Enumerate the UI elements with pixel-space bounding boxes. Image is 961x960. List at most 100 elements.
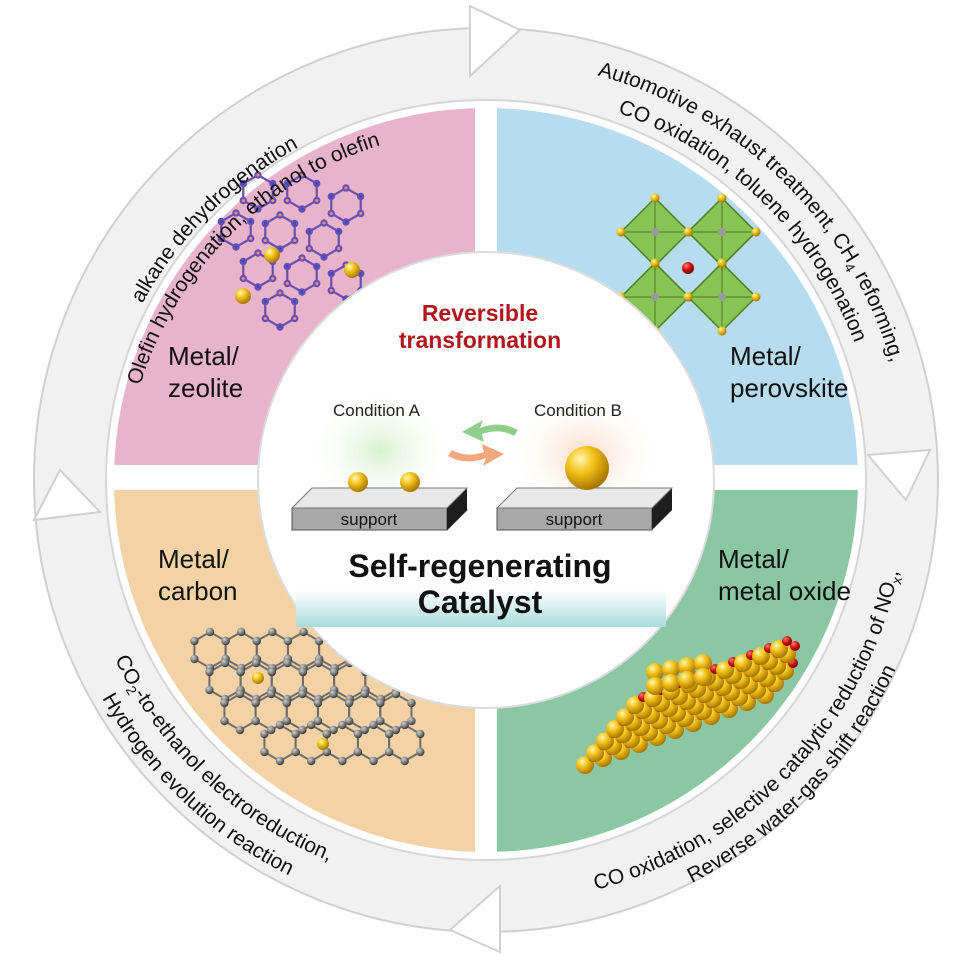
carbon-atom	[338, 756, 347, 766]
carbon-atom	[329, 725, 338, 735]
zeolite-atom	[327, 286, 335, 295]
arrow-to-b-icon	[448, 444, 504, 466]
perovskite-atom	[718, 293, 726, 301]
carbon-atom	[313, 698, 323, 708]
title-band	[296, 545, 666, 627]
support-label-b: support	[546, 510, 603, 529]
carbon-atom	[205, 685, 214, 695]
catalyst-title-line-2: Catalyst	[417, 584, 543, 620]
oxide-metal-atom	[646, 677, 664, 695]
oxide-oxygen-atom	[790, 641, 800, 651]
zeolite-atom	[217, 217, 225, 226]
zeolite-atom	[276, 323, 284, 331]
carbon-atom	[416, 747, 425, 757]
carbon-atom	[251, 658, 261, 668]
carbon-atom	[369, 756, 378, 766]
oxide-metal-atom	[662, 660, 680, 678]
label-zeolite-line-2: zeolite	[168, 373, 244, 403]
carbon-atom	[291, 747, 300, 757]
label-metal-oxide: Metal/ metal oxide	[718, 543, 851, 607]
carbon-atom	[407, 716, 416, 726]
oxide-metal-atom	[694, 668, 712, 686]
catalyst-title-line-1: Self-regenerating	[348, 548, 612, 584]
carbon-atom	[235, 689, 245, 699]
zeolite-atom	[357, 209, 365, 218]
carbon-atom	[283, 636, 293, 646]
carbon-atom	[190, 654, 199, 664]
small-particle-2	[400, 472, 420, 492]
zeolite-atom	[291, 314, 299, 323]
carbon-atom	[391, 725, 401, 735]
oxide-metal-atom	[662, 674, 680, 692]
perovskite-atom	[616, 227, 626, 237]
carbon-atom	[252, 636, 261, 646]
support-slab-a	[290, 487, 469, 531]
zeolite-atom	[261, 236, 269, 245]
zeolite-atom	[247, 217, 255, 226]
zeolite-atom	[276, 245, 284, 253]
zeolite-atom	[313, 262, 321, 271]
carbon-atom	[205, 667, 214, 677]
carbon-atom	[407, 698, 416, 708]
zeolite-atom	[291, 297, 299, 306]
carbon-atom	[266, 725, 276, 735]
metal-oxide-structure-icon	[576, 636, 800, 774]
oxide-metal-atom	[646, 663, 664, 681]
label-carbon-line-2: carbon	[158, 576, 238, 606]
carbon-atom	[221, 636, 230, 646]
oxide-metal-atom	[678, 671, 696, 689]
zeolite-atom	[320, 219, 328, 227]
zeolite-atom	[283, 196, 291, 205]
perovskite-atom	[717, 258, 727, 268]
carbon-atom	[391, 689, 401, 699]
support-slab-b	[495, 487, 674, 531]
oxide-metal-atom	[678, 657, 696, 675]
carbon-atom	[384, 747, 394, 757]
carbon-atom	[322, 729, 331, 739]
perovskite-atom	[683, 227, 693, 237]
carbon-atom	[268, 627, 277, 637]
zeolite-atom	[276, 289, 284, 297]
label-perovskite-line-1: Metal/	[730, 341, 801, 371]
carbon-atom	[220, 658, 230, 668]
zeolite-atom	[291, 236, 299, 245]
catalyst-title: Self-regenerating Catalyst	[300, 548, 660, 620]
zeolite-atom	[232, 243, 240, 251]
zeolite-atom	[261, 219, 269, 228]
zeolite-atom	[283, 179, 291, 188]
zeolite-atom	[313, 179, 321, 188]
label-metal-perovskite: Metal/ perovskite	[730, 340, 849, 404]
perovskite-atom	[717, 193, 727, 203]
carbon-atom	[251, 716, 260, 726]
carbon-atom	[220, 716, 229, 726]
carbon-atom	[344, 716, 354, 726]
carbon-atom	[329, 667, 339, 677]
perovskite-atom	[651, 293, 659, 301]
carbon-atom	[353, 729, 363, 739]
zeolite-atom	[269, 196, 277, 205]
zeolite-atom	[335, 244, 343, 253]
zeolite-atom	[254, 283, 262, 291]
carbon-atom	[251, 698, 260, 708]
zeolite-atom	[305, 244, 313, 253]
carbon-atom	[313, 716, 323, 726]
carbon-atom	[235, 725, 245, 735]
carbon-atom	[299, 627, 308, 637]
reversible-line-1: Reversible	[421, 300, 539, 326]
carbon-atom	[384, 729, 394, 739]
zeolite-atom	[283, 262, 291, 271]
large-particle	[565, 446, 609, 490]
arrow-bottom-icon	[448, 883, 501, 954]
zeolite-atom	[335, 227, 343, 236]
carbon-atom	[338, 720, 347, 730]
zeolite-atom	[298, 288, 306, 296]
perovskite-atom	[751, 292, 761, 302]
carbon-atom	[344, 698, 354, 708]
carbon-atom	[360, 725, 369, 735]
zeolite-atom	[254, 249, 262, 257]
zeolite-atom	[342, 218, 350, 226]
zeolite-atom	[342, 184, 350, 192]
perovskite-atom	[651, 228, 659, 236]
perovskite-atom	[718, 228, 726, 236]
